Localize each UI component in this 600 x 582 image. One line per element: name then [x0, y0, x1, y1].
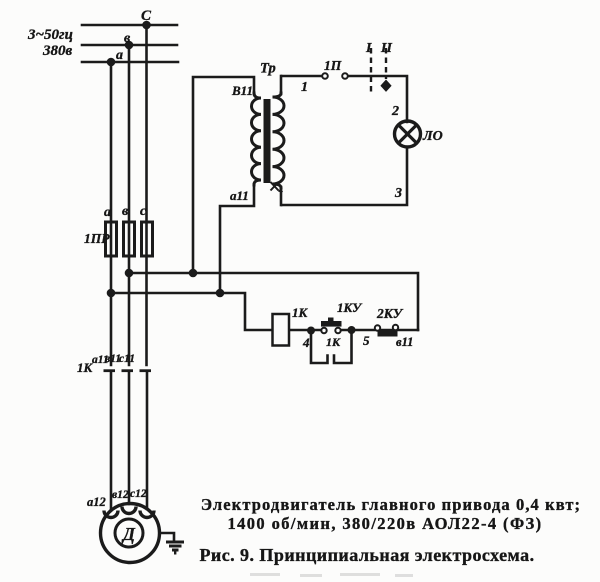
svg-text:в11: в11	[105, 353, 121, 365]
svg-text:в11: в11	[396, 335, 413, 349]
svg-text:Тр: Тр	[260, 61, 276, 77]
svg-text:а: а	[104, 205, 111, 220]
svg-text:2КУ: 2КУ	[376, 306, 404, 321]
svg-text:Электродвигатель главного прив: Электродвигатель главного привода 0,4 кв…	[201, 495, 581, 514]
svg-text:в12: в12	[112, 489, 129, 501]
svg-text:с11: с11	[119, 353, 135, 365]
svg-text:а12: а12	[87, 495, 106, 509]
svg-text:ЛО: ЛО	[422, 129, 443, 144]
svg-text:а: а	[116, 48, 123, 63]
svg-text:1400 об/мин, 380/220в АОЛ22-4: 1400 об/мин, 380/220в АОЛ22-4 (ФЗ)	[227, 514, 542, 533]
svg-text:2: 2	[391, 104, 399, 119]
svg-text:Рис. 9. Принципиальная электро: Рис. 9. Принципиальная электросхема.	[199, 545, 534, 565]
svg-text:с12: с12	[130, 488, 147, 500]
svg-text:В11: В11	[231, 83, 253, 98]
svg-text:1П: 1П	[324, 58, 342, 73]
svg-text:II: II	[380, 41, 392, 56]
svg-text:Д: Д	[121, 524, 136, 544]
svg-text:а11: а11	[230, 188, 249, 203]
svg-text:1КУ: 1КУ	[337, 300, 363, 315]
svg-text:1: 1	[301, 80, 308, 95]
svg-text:4: 4	[302, 335, 310, 350]
svg-text:3~50гц: 3~50гц	[27, 27, 73, 43]
svg-text:а11: а11	[92, 354, 109, 366]
svg-text:3: 3	[394, 186, 402, 201]
svg-text:с: с	[140, 204, 147, 219]
svg-text:в: в	[124, 31, 131, 46]
svg-text:С: С	[141, 8, 152, 24]
svg-text:1К: 1К	[77, 360, 94, 375]
svg-text:380в: 380в	[42, 43, 73, 59]
svg-text:1К: 1К	[326, 335, 341, 349]
svg-text:1ПР: 1ПР	[84, 231, 110, 246]
svg-text:I: I	[365, 41, 372, 56]
svg-text:1К: 1К	[292, 305, 309, 320]
svg-text:в: в	[122, 204, 129, 219]
svg-text:5: 5	[363, 333, 370, 348]
